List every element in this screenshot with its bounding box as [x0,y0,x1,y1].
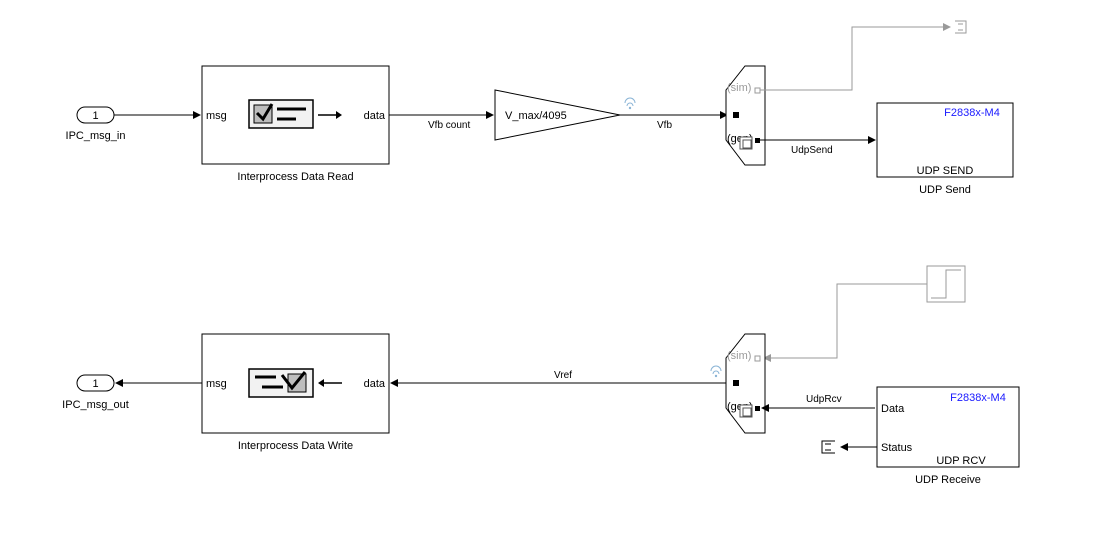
outport-number: 1 [92,378,98,390]
ipc-write-icon [248,368,342,398]
read-block-label: Interprocess Data Read [237,171,353,183]
step-source-block[interactable] [926,265,966,303]
wire-step-sim[interactable] [763,283,927,362]
interprocess-data-read-block[interactable]: msg data Interprocess Data Read [201,65,390,183]
udp-send-target: F2838x-M4 [944,107,1000,119]
signal-vref: Vref [554,370,572,381]
signal-udp-rcv: UdpRcv [806,394,842,405]
gain-label: V_max/4095 [505,110,567,122]
ipc-read-icon [248,99,342,129]
udp-recv-label: UDP Receive [915,474,981,486]
udp-recv-port-status: Status [881,442,913,454]
variant-sub-icon [739,404,753,418]
signal-log-icon [624,97,636,110]
signal-vfb: Vfb [657,120,672,131]
interprocess-data-write-block[interactable]: msg data Interprocess Data Write [201,333,390,452]
variant-sub-icon [739,136,753,150]
gain-block[interactable]: V_max/4095 [494,89,621,141]
signal-vfb-count: Vfb count [428,120,470,131]
read-port-msg: msg [206,110,227,122]
udp-recv-title: UDP RCV [936,455,986,467]
write-block-label: Interprocess Data Write [238,440,353,452]
wire-sim-terminator[interactable] [760,23,951,91]
signal-udp-send: UdpSend [791,145,833,156]
write-port-msg: msg [206,378,227,390]
read-port-data: data [364,110,386,122]
outport-ipc-msg-out[interactable]: 1 IPC_msg_out [62,374,129,411]
inport-number: 1 [92,110,98,122]
udp-send-label: UDP Send [919,184,971,196]
variant-source-lower[interactable]: (sim) (gen) [725,333,766,434]
inport-label: IPC_msg_in [66,130,126,142]
udp-send-block[interactable]: F2838x-M4 UDP SEND UDP Send [876,102,1014,196]
signal-log-icon-lower [710,365,722,378]
lower-port-sim: (sim) [727,350,751,362]
udp-recv-port-data: Data [881,403,905,415]
terminator-lower [821,440,835,454]
udp-recv-target: F2838x-M4 [950,392,1006,404]
outport-label: IPC_msg_out [62,399,129,411]
inport-ipc-msg-in[interactable]: 1 IPC_msg_in [66,106,126,142]
terminator-upper [955,20,967,34]
udp-receive-block[interactable]: F2838x-M4 Data Status UDP RCV UDP Receiv… [876,386,1020,486]
upper-port-sim: (sim) [727,82,751,94]
variant-sink-upper[interactable]: (sim) (gen) [725,65,766,166]
udp-send-title: UDP SEND [917,165,974,177]
step-icon [931,269,961,299]
write-port-data: data [364,378,386,390]
